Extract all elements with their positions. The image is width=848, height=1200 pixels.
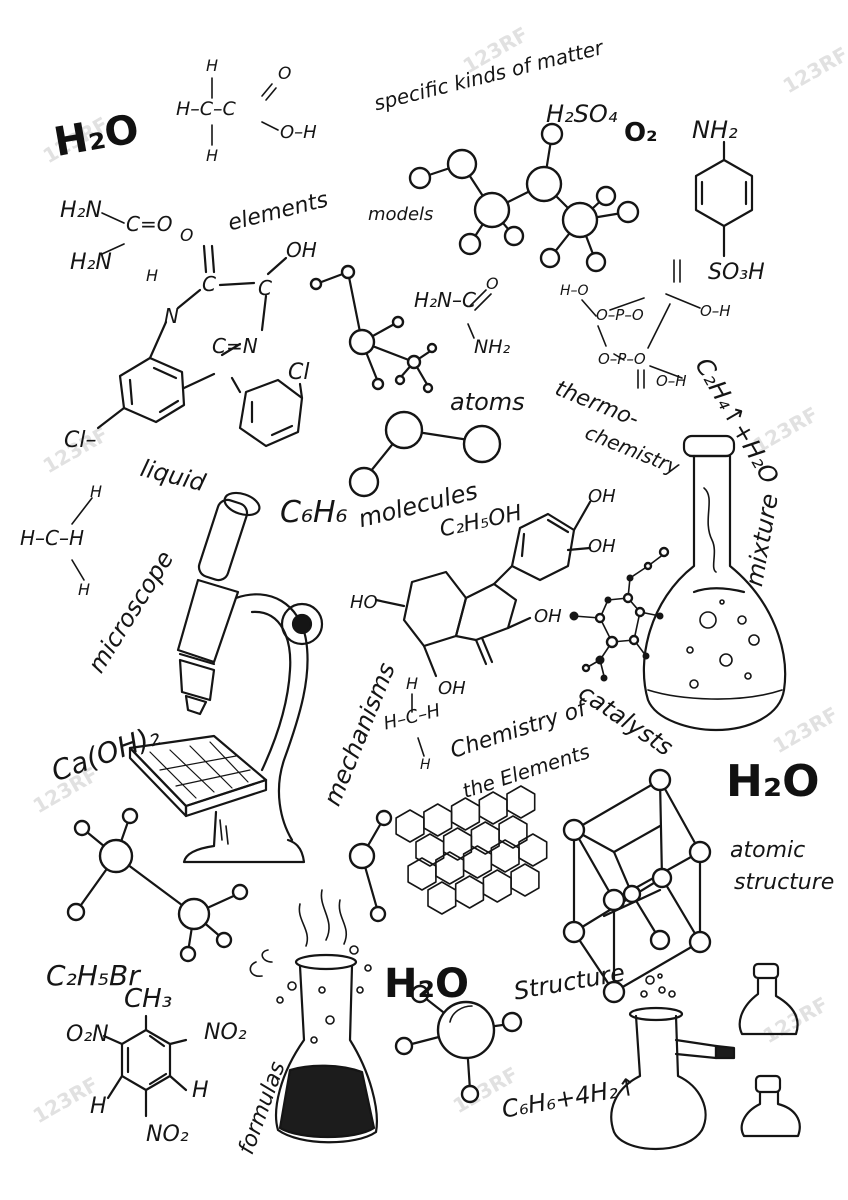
small-flask-bottom-right [740, 1074, 801, 1138]
water-molecule-drawing [348, 410, 502, 498]
h2so4-formula: H₂SO₄ [546, 100, 618, 128]
urea-center-h2n: H₂N–C [414, 288, 476, 312]
phosphate-p2: O–P–O [598, 350, 646, 368]
nh2-formula: NH₂ [692, 116, 738, 144]
urea-c-o: C=O [126, 212, 173, 236]
flavonoid-oh-1: OH [588, 486, 616, 507]
ball-stick-molecule-top [408, 122, 640, 273]
water-molecule-bottom [394, 984, 523, 1104]
graphene-hexagon [435, 851, 465, 885]
graphene-hexagon [482, 869, 512, 903]
acetic-o: O [278, 64, 292, 84]
ethyl-bromide-molecule [66, 807, 249, 963]
methane-center-h-bottom: H [420, 757, 431, 773]
graphene-hexagon [450, 797, 481, 831]
graphene-hexagon [395, 809, 425, 843]
urea-center-o: O [486, 274, 499, 293]
graphene-hexagon [442, 827, 473, 861]
c6h6-formula: C₆H₆ [280, 495, 348, 530]
amide-o: O [180, 226, 194, 246]
acetic-formula: H–C–C [176, 98, 236, 120]
urea-center-nh2: NH₂ [474, 336, 511, 358]
graphene-hexagon [423, 803, 453, 837]
graphene-hexagon [427, 881, 457, 915]
cl-right: Cl [288, 360, 310, 385]
methane-structure-left [71, 497, 93, 581]
graphene-hexagon [462, 845, 493, 879]
amide-n: N [164, 304, 179, 328]
label-atomic-structure: structure [734, 870, 835, 895]
sulfanilic-acid-structure [694, 140, 754, 258]
graphene-hexagon [506, 785, 536, 819]
graphene-hexagon [415, 833, 445, 867]
cl-left: Cl– [64, 428, 97, 453]
small-molecule-right [569, 546, 670, 682]
graphene-hexagon [407, 857, 437, 891]
phosphate-p1: O–P–O [596, 306, 644, 324]
h2o-formula-bottom: H₂O [384, 961, 469, 1007]
methane-h-top: H [90, 482, 103, 501]
graphene-hexagon [498, 815, 528, 849]
phosphate-oh1: O–H [700, 302, 731, 320]
amide-c1: C [202, 272, 216, 296]
amide-oh-top: OH [286, 238, 317, 262]
label-atomic: atomic [730, 838, 806, 863]
c2h5br-formula: C₂H₅Br [46, 959, 140, 992]
urea-structure [101, 212, 125, 255]
methane-structure-center [411, 693, 425, 757]
h-left-formula: H [90, 1094, 107, 1119]
urea-center-structure [467, 289, 492, 339]
acetic-h-top: H [206, 56, 219, 75]
amide-benzene-structure [96, 244, 304, 448]
flavonoid-structure [374, 500, 592, 678]
h2o-formula-mid: H₂O [726, 756, 820, 807]
label-atoms: atoms [450, 388, 525, 416]
graphene-hexagon [518, 833, 548, 867]
conical-flask-drawing [249, 889, 378, 1144]
cubic-lattice-structure [562, 768, 712, 1004]
distillation-flask-drawing [610, 973, 736, 1150]
ball-stick-molecule-mid [348, 809, 393, 923]
flavonoid-oh-bottom: OH [438, 678, 466, 699]
flavonoid-oh-2: OH [588, 536, 616, 557]
ball-stick-molecule-center [309, 264, 438, 394]
flavonoid-ho: HO [350, 592, 378, 613]
graphene-hexagon [490, 839, 520, 873]
acetic-acid-structure [211, 77, 279, 146]
graphene-hexagon [478, 791, 508, 825]
graphene-hexagon [470, 821, 500, 855]
methane-formula-left: H–C–H [20, 526, 85, 550]
phosphate-ho: H–O [560, 283, 589, 299]
small-flask-top-right [738, 962, 799, 1036]
amide-c2: C [258, 276, 272, 300]
no2-right-formula: NO₂ [204, 1020, 247, 1045]
phosphate-structure [581, 259, 701, 389]
methane-center-h-top: H [406, 674, 419, 693]
methane-h-bottom: H [78, 580, 91, 599]
graphene-hexagon [454, 875, 485, 909]
no2-bottom-formula: NO₂ [146, 1122, 189, 1147]
flavonoid-oh-mid: OH [534, 606, 562, 627]
amide-cn: C=N [212, 334, 258, 358]
h-right-formula: H [192, 1078, 209, 1103]
o2-formula: O₂ [624, 118, 658, 148]
urea-h2n-bottom: H₂N [70, 250, 112, 275]
amide-h: H [146, 266, 159, 285]
so3h-formula: SO₃H [708, 260, 765, 285]
microscope-drawing [128, 491, 324, 864]
graphene-lattice [395, 785, 548, 915]
mixture-flask-drawing [642, 434, 787, 732]
ch3-formula: CH₃ [124, 984, 173, 1014]
label-models: models [368, 204, 434, 225]
o2n-formula: O₂N [66, 1022, 109, 1047]
phosphate-oh2: O–H [656, 372, 687, 390]
acetic-oh: O–H [280, 122, 317, 143]
urea-h2n-top: H₂N [60, 198, 102, 223]
nitro-benzene-structure [102, 1014, 188, 1118]
graphene-hexagon [510, 863, 540, 897]
acetic-h-bottom: H [206, 146, 219, 165]
